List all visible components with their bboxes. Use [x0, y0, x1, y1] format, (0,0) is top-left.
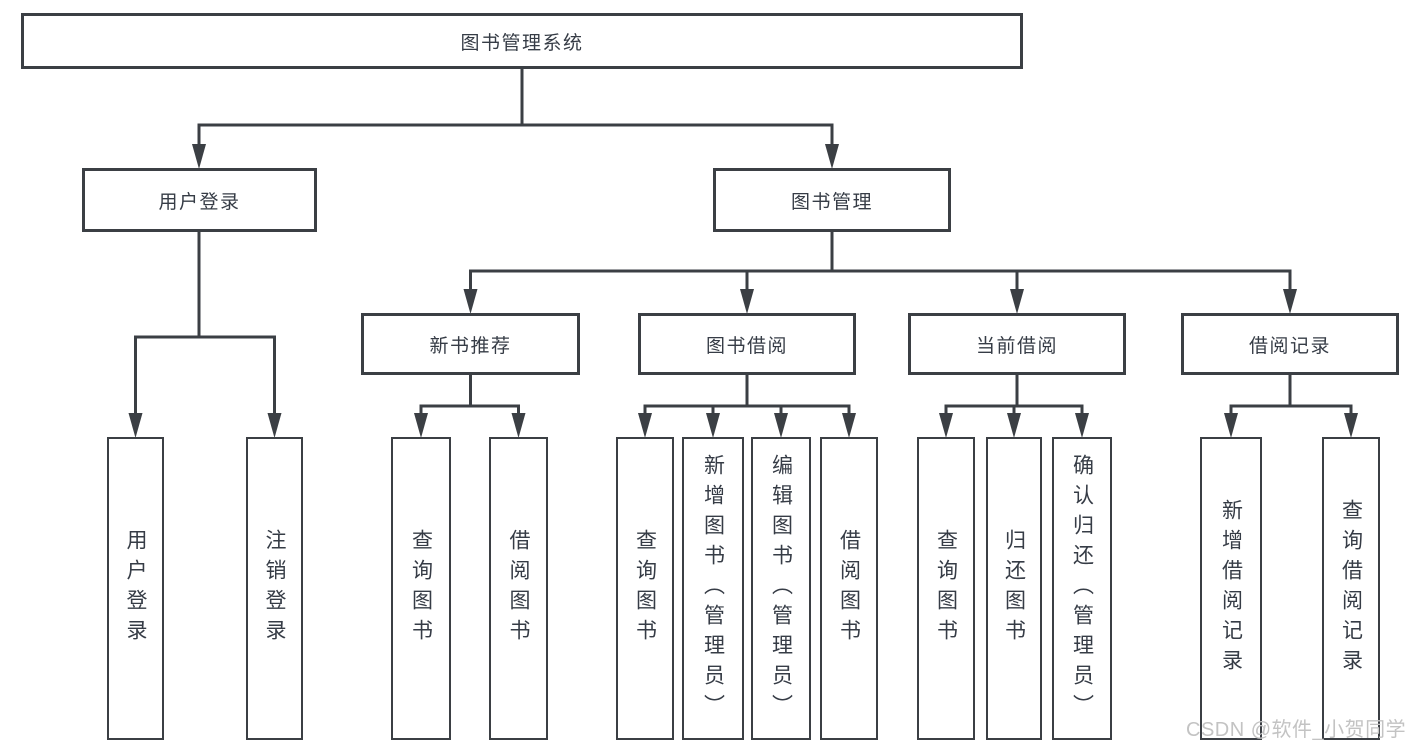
node-label: 图书借阅 — [705, 335, 788, 357]
node-label: 用户登录 — [158, 191, 241, 213]
arrowhead — [825, 144, 839, 169]
arrowhead — [1344, 413, 1358, 438]
connector-borrow-record-to-leaves — [1224, 373, 1358, 438]
arrowhead — [774, 413, 788, 438]
node-label: 新增图书（管理员） — [701, 453, 725, 724]
node-label: 查询图书 — [633, 528, 657, 649]
arrowhead — [414, 413, 428, 438]
node-label: 图书管理 — [790, 191, 873, 213]
connector-current-borrow-to-leaves — [939, 373, 1089, 438]
connector-root-to-level2 — [192, 67, 839, 169]
arrowhead — [740, 289, 754, 314]
connector-book-mgmt-to-level3 — [463, 230, 1297, 314]
arrowhead — [463, 289, 478, 314]
leaf-add-borrow-record: 新增借阅记录 — [1200, 437, 1262, 740]
node-book-borrowing: 图书借阅 — [638, 313, 856, 375]
node-label: 用户登录 — [124, 528, 147, 649]
leaf-query-books-recommend: 查询图书 — [391, 437, 451, 740]
arrowhead — [638, 413, 652, 438]
leaf-confirm-return-admin: 确认归还（管理员） — [1052, 437, 1112, 740]
node-book-management-branch: 图书管理 — [713, 168, 951, 232]
arrowhead — [706, 413, 720, 438]
node-label: 查询图书 — [934, 528, 958, 649]
node-label: 查询借阅记录 — [1339, 498, 1363, 679]
arrowhead — [1224, 413, 1238, 438]
node-label: 图书管理系统 — [460, 32, 584, 54]
node-root-system: 图书管理系统 — [21, 13, 1023, 69]
arrowhead — [1075, 413, 1089, 438]
node-label: 借阅图书 — [837, 528, 861, 649]
node-label: 注销登录 — [263, 528, 286, 649]
leaf-add-books-admin: 新增图书（管理员） — [682, 437, 744, 740]
node-label: 确认归还（管理员） — [1070, 453, 1094, 724]
leaf-borrow-books: 借阅图书 — [820, 437, 878, 740]
arrowhead — [1007, 413, 1021, 438]
leaf-query-books-current: 查询图书 — [917, 437, 975, 740]
node-label: 编辑图书（管理员） — [769, 453, 793, 724]
arrowhead — [267, 413, 282, 438]
node-label: 借阅记录 — [1248, 335, 1331, 357]
node-user-login-branch: 用户登录 — [82, 168, 317, 232]
arrowhead — [128, 413, 143, 438]
leaf-logout: 注销登录 — [246, 437, 303, 740]
connector-user-login-to-leaves — [128, 230, 282, 438]
node-label: 借阅图书 — [507, 528, 530, 649]
node-label: 归还图书 — [1002, 528, 1026, 649]
node-label: 新书推荐 — [429, 335, 512, 357]
leaf-return-books: 归还图书 — [986, 437, 1042, 740]
leaf-edit-books-admin: 编辑图书（管理员） — [751, 437, 811, 740]
connector-new-book-to-leaves — [414, 373, 526, 438]
csdn-watermark: CSDN @软件_小贺同学 — [1186, 719, 1405, 741]
leaf-user-login: 用户登录 — [107, 437, 164, 740]
node-label: 新增借阅记录 — [1219, 498, 1243, 679]
node-borrowing-records: 借阅记录 — [1181, 313, 1399, 375]
arrowhead — [1010, 289, 1024, 314]
leaf-borrow-books-recommend: 借阅图书 — [489, 437, 548, 740]
connector-book-borrow-to-leaves — [638, 373, 856, 438]
node-new-book-recommend: 新书推荐 — [361, 313, 580, 375]
arrowhead — [842, 413, 856, 438]
arrowhead — [939, 413, 953, 438]
node-label: 查询图书 — [409, 528, 433, 649]
arrowhead — [192, 144, 206, 169]
leaf-query-books-borrow: 查询图书 — [616, 437, 674, 740]
arrowhead — [1283, 289, 1297, 314]
node-label: 当前借阅 — [975, 335, 1058, 357]
leaf-query-borrow-record: 查询借阅记录 — [1322, 437, 1380, 740]
node-current-borrowing: 当前借阅 — [908, 313, 1126, 375]
arrowhead — [511, 413, 526, 438]
